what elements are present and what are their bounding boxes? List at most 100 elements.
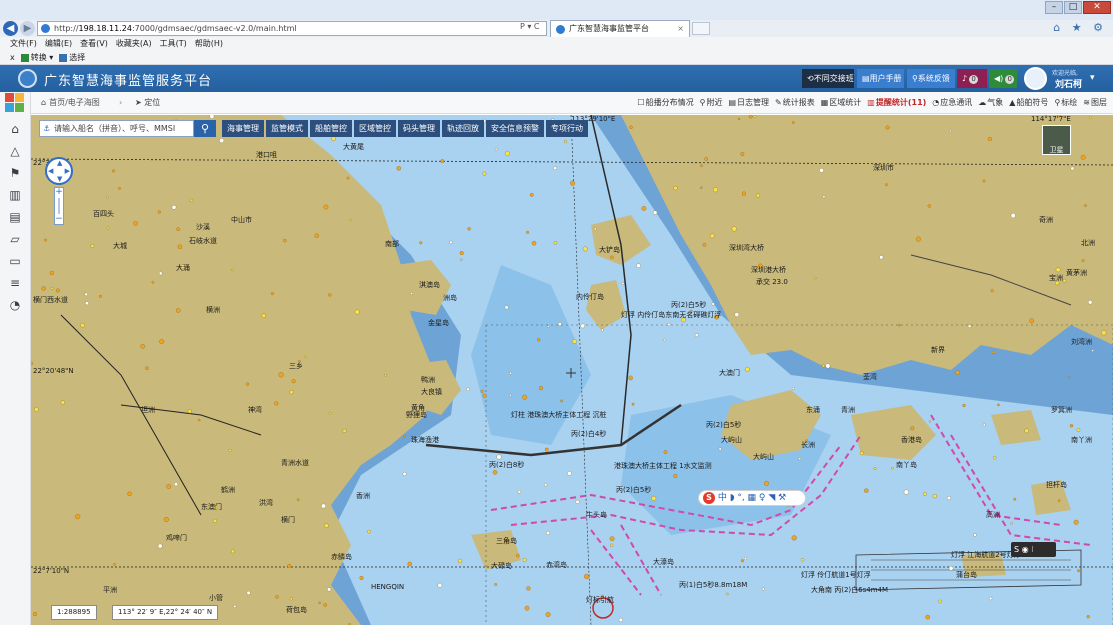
ship-marker[interactable] <box>44 238 47 242</box>
ship-marker[interactable] <box>1088 300 1093 305</box>
ship-marker[interactable] <box>318 601 321 604</box>
ship-marker[interactable] <box>629 125 633 129</box>
ship-marker[interactable] <box>55 288 60 293</box>
ship-marker[interactable] <box>1013 497 1017 501</box>
address-bar[interactable]: http://198.18.11.24:7000/gdmsaec/gdmsaec… <box>37 21 547 36</box>
ship-marker[interactable] <box>274 401 279 406</box>
address-tools[interactable]: P ▾ C <box>520 22 540 31</box>
ship-marker[interactable] <box>801 558 805 562</box>
ship-marker[interactable] <box>526 586 531 591</box>
ship-marker[interactable] <box>982 179 986 183</box>
toolbar-item[interactable]: ▲船舶符号 <box>1009 92 1048 114</box>
rail-flag-icon[interactable]: ⚑ <box>9 166 21 180</box>
ship-marker[interactable] <box>524 605 530 611</box>
ship-marker[interactable] <box>628 375 633 381</box>
ship-marker[interactable] <box>460 258 463 261</box>
ship-marker[interactable] <box>927 204 931 208</box>
menu-help[interactable]: 帮助(H) <box>194 39 223 48</box>
ship-marker[interactable] <box>580 323 585 329</box>
ship-marker[interactable] <box>1076 428 1081 432</box>
pan-control[interactable]: ▲ ▼ ◀ ▶ <box>45 157 73 185</box>
ship-marker[interactable] <box>494 583 498 586</box>
toolbar-item[interactable]: ⚲标绘 <box>1054 92 1077 114</box>
toolbar-item[interactable]: ☐船播分布情况 <box>637 92 693 114</box>
ship-marker[interactable] <box>328 412 332 415</box>
ship-marker[interactable] <box>663 450 668 454</box>
ship-marker[interactable] <box>34 407 39 412</box>
ship-marker[interactable] <box>584 573 590 580</box>
ship-marker[interactable] <box>641 206 647 211</box>
ship-search-input[interactable]: ⚓ 请输入船名（拼音）、呼号、MMSI <box>39 120 194 137</box>
ship-marker[interactable] <box>910 426 915 431</box>
toolbar-item[interactable]: ⚲附近 <box>700 92 723 114</box>
ship-marker[interactable] <box>575 499 580 504</box>
ship-marker[interactable] <box>526 230 530 234</box>
ship-marker[interactable] <box>492 470 498 475</box>
ship-marker[interactable] <box>327 587 332 592</box>
ship-marker[interactable] <box>166 484 172 489</box>
ship-marker[interactable] <box>1062 278 1067 283</box>
ship-marker[interactable] <box>396 166 401 171</box>
ship-marker[interactable] <box>384 374 387 377</box>
toolbar-item[interactable]: ▥提醒统计(11) <box>867 92 926 114</box>
ship-marker[interactable] <box>127 491 132 496</box>
ship-marker[interactable] <box>359 575 364 580</box>
ship-marker[interactable] <box>283 238 287 243</box>
ship-marker[interactable] <box>948 566 954 571</box>
locate-button[interactable]: ➤ 定位 <box>135 92 160 114</box>
ship-marker[interactable] <box>663 338 667 342</box>
ship-marker[interactable] <box>187 409 192 414</box>
ship-marker[interactable] <box>756 193 761 198</box>
ship-marker[interactable] <box>1081 259 1085 262</box>
back-button[interactable]: ◀ <box>3 21 18 36</box>
ship-marker[interactable] <box>681 317 686 323</box>
ship-marker[interactable] <box>1069 424 1074 428</box>
ship-marker[interactable] <box>819 168 824 173</box>
ship-marker[interactable] <box>714 314 719 320</box>
ship-marker[interactable] <box>546 531 550 536</box>
ship-marker[interactable] <box>991 350 996 354</box>
ship-marker[interactable] <box>75 514 81 520</box>
ship-marker[interactable] <box>50 287 54 290</box>
ship-marker[interactable] <box>1070 166 1075 171</box>
ship-marker[interactable] <box>740 152 745 156</box>
ship-marker[interactable] <box>342 428 347 433</box>
ship-marker[interactable] <box>694 333 699 337</box>
ship-marker[interactable] <box>209 115 215 119</box>
pan-left-icon[interactable]: ◀ <box>48 167 54 175</box>
ship-marker[interactable] <box>402 471 407 476</box>
ship-marker[interactable] <box>190 198 194 202</box>
ship-marker[interactable] <box>31 361 33 366</box>
ship-marker[interactable] <box>151 281 155 284</box>
ship-marker[interactable] <box>80 323 85 328</box>
ship-marker[interactable] <box>90 244 95 248</box>
maximize-button[interactable]: □ <box>1064 1 1082 14</box>
ship-marker[interactable] <box>873 467 877 470</box>
ship-marker[interactable] <box>522 394 528 400</box>
ship-marker[interactable] <box>213 505 219 510</box>
ship-marker[interactable] <box>346 176 350 180</box>
layer-button[interactable]: 专项行动 <box>546 120 588 137</box>
user-menu-chevron-down-icon[interactable]: ▾ <box>1090 73 1095 83</box>
ship-marker[interactable] <box>903 489 909 495</box>
ship-marker[interactable] <box>1068 376 1071 379</box>
menu-view[interactable]: 查看(V) <box>80 39 108 48</box>
toolbar-item[interactable]: ▤日志管理 <box>728 92 769 114</box>
ship-marker[interactable] <box>437 583 443 588</box>
ime-mini-widget[interactable]: S ◉ ⁝ <box>1011 542 1056 557</box>
ship-marker[interactable] <box>704 157 708 161</box>
ime-toolbar[interactable]: S 中 ◗ °, ▦ ♀ ◥ ⚒ <box>698 490 806 506</box>
ship-marker[interactable] <box>711 302 715 306</box>
fav-convert[interactable]: 转换 ▾ <box>20 51 53 64</box>
ship-marker[interactable] <box>967 324 972 328</box>
ship-marker[interactable] <box>570 180 576 186</box>
pan-up-icon[interactable]: ▲ <box>57 159 63 167</box>
ship-marker[interactable] <box>504 150 510 157</box>
ship-marker[interactable] <box>171 205 177 210</box>
ship-marker[interactable] <box>157 210 161 214</box>
layer-button[interactable]: 轨迹回放 <box>442 120 484 137</box>
ship-marker[interactable] <box>567 471 572 476</box>
layer-button[interactable]: 船舶管控 <box>310 120 352 137</box>
ship-marker[interactable] <box>157 543 163 549</box>
ship-marker[interactable] <box>323 204 329 210</box>
